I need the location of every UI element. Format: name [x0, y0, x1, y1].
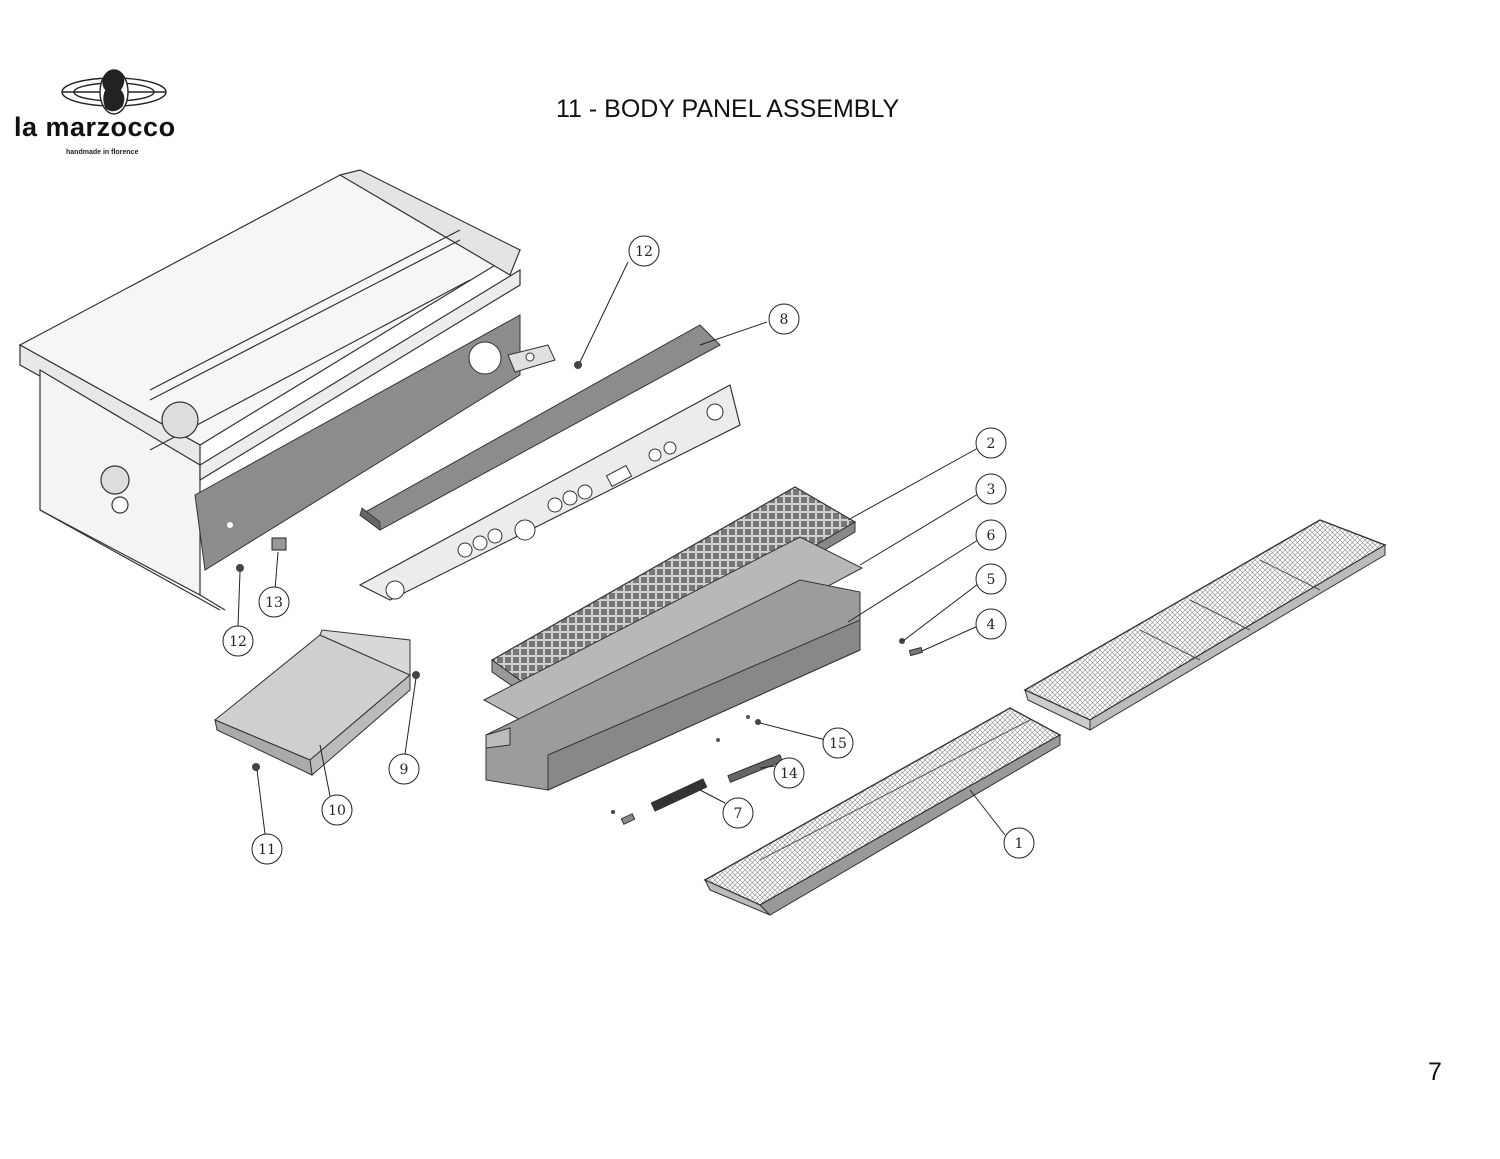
svg-text:3: 3: [987, 482, 996, 498]
callout-11: 11: [251, 833, 283, 865]
small-switch-plate: [271, 537, 287, 551]
callout-9: 9: [388, 753, 420, 785]
screw-12a: [236, 564, 244, 572]
svg-text:6: 6: [987, 528, 996, 544]
callout-14: 14: [773, 757, 805, 789]
screw-5: [899, 638, 905, 644]
page-title: 11 - BODY PANEL ASSEMBLY: [556, 95, 900, 123]
globe-lion-emblem-icon: [61, 69, 167, 115]
front-control-panel: [358, 384, 741, 601]
chassis-frame: [18, 169, 522, 611]
callout-6: 6: [975, 519, 1007, 551]
screw-pair-7: [620, 813, 636, 825]
callout-1: 1: [1003, 827, 1035, 859]
pin-4: [908, 646, 923, 657]
svg-text:8: 8: [780, 312, 789, 328]
callout-5: 5: [975, 563, 1007, 595]
screw-11: [252, 763, 260, 771]
callout-12-bottom: 12: [222, 625, 254, 657]
lower-tray: [214, 629, 411, 776]
rear-cover-panel: [194, 314, 521, 571]
svg-text:13: 13: [265, 595, 283, 611]
cup-tray: [703, 707, 1062, 916]
callout-10: 10: [321, 794, 353, 826]
callout-labels: 12 8 13 12 2 3 6 5 4 9 10 11 15 14 7 1: [222, 235, 1035, 865]
leader-lines: [237, 261, 1006, 836]
screw-9: [412, 671, 420, 679]
svg-text:12: 12: [635, 244, 653, 260]
callout-15: 15: [822, 727, 854, 759]
name-strip: [727, 754, 784, 783]
logo-badge: [650, 778, 708, 812]
callout-2: 2: [975, 427, 1007, 459]
callout-12-top: 12: [628, 235, 660, 267]
page-number: 7: [1428, 1058, 1442, 1086]
callout-8: 8: [768, 303, 800, 335]
svg-text:9: 9: [400, 762, 409, 778]
top-cup-rack: [1023, 519, 1387, 731]
callout-13: 13: [258, 586, 290, 618]
svg-text:12: 12: [229, 634, 247, 650]
svg-text:7: 7: [734, 806, 743, 822]
screw-15: [755, 719, 761, 725]
brand-name: la marzocco: [14, 112, 176, 142]
svg-text:11: 11: [258, 842, 276, 858]
svg-text:2: 2: [987, 436, 996, 452]
callout-3: 3: [975, 473, 1007, 505]
la-marzocco-logo: [61, 69, 167, 115]
svg-text:14: 14: [780, 766, 798, 782]
svg-text:15: 15: [829, 736, 847, 752]
callout-4: 4: [975, 608, 1007, 640]
drip-tray-box: [485, 579, 861, 791]
screw-12b: [574, 361, 582, 369]
svg-text:4: 4: [987, 617, 996, 633]
brand-tagline: handmade in florence: [66, 149, 139, 156]
callout-7: 7: [722, 797, 754, 829]
svg-text:1: 1: [1015, 836, 1024, 852]
svg-text:5: 5: [987, 572, 996, 588]
mounting-bracket: [507, 344, 556, 373]
svg-text:10: 10: [328, 803, 346, 819]
